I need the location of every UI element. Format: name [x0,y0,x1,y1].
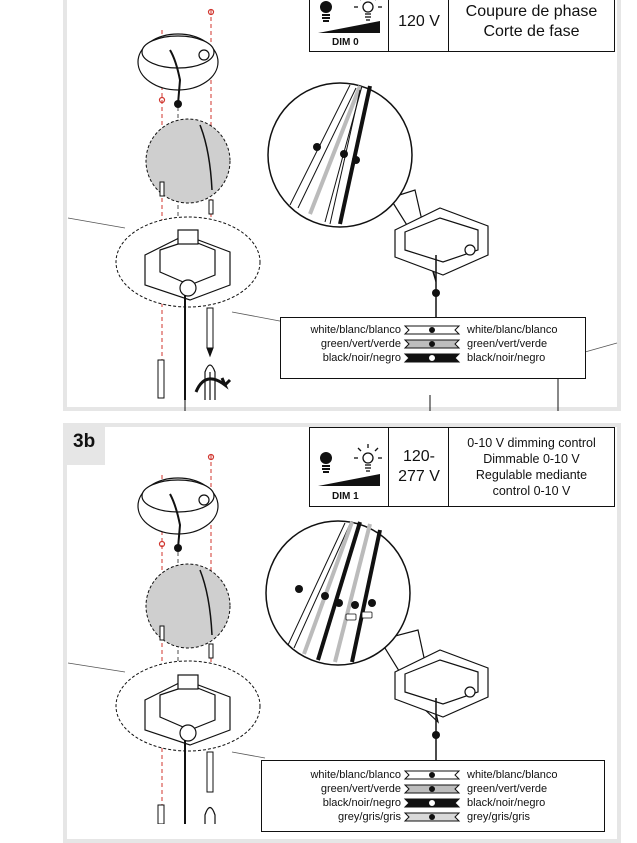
fixture-hub [394,207,489,276]
screw-marker [158,96,166,104]
control-type-cell: Coupure de phase Corte de fase [448,0,614,51]
wire-label-right: black/noir/negro [467,797,546,809]
bulb-on-icon [354,444,382,472]
dimmer-ramp-icon [318,21,380,33]
dimmer-icon-graphic [318,444,382,486]
wire-connector-icon [403,353,461,363]
voltage-line: 120- [402,448,436,465]
wire-row: black/noir/negro black/noir/negro [262,796,604,810]
bottom-installation-diagram [67,453,489,824]
screw [159,181,214,215]
wire-connector-icon [403,325,461,335]
wire-label-left: green/vert/verde [320,338,401,350]
spec-box-bottom: DIM 1 120- 277 V 0-10 V dimming control … [309,427,615,507]
voltage-text: 120 V [398,13,440,30]
wire-row: white/blanc/blanco white/blanc/blanco [262,768,604,782]
bulb-on-icon [354,0,382,21]
junction-box [144,674,231,746]
wire-connector-icon [403,339,461,349]
dimmer-ramp-icon [318,474,380,486]
canopy [137,477,219,535]
dimmer-icon-graphic [318,0,382,33]
wire-row: white/blanc/blanco white/blanc/blanco [281,323,585,337]
dim-label: DIM 1 [332,491,359,502]
wire-row: black/noir/negro black/noir/negro [281,351,585,365]
junction-box [144,229,231,301]
wire-connector-icon [403,812,461,822]
control-line: Corte de fase [483,23,580,40]
fixture-hub [394,649,489,718]
wire-label-right: green/vert/verde [467,783,548,795]
wire-label-left: white/blanc/blanco [310,769,401,781]
dimmer-icon-cell: DIM 0 [310,0,388,51]
bulb-off-icon [320,452,332,473]
wire-magnifier [265,520,439,724]
wire-label-right: white/blanc/blanco [467,769,558,781]
screwdriver-icon [204,364,216,400]
mounting-plate [145,118,231,204]
wire-label-left: grey/gris/gris [338,811,401,823]
control-line: Dimmable 0-10 V [483,452,580,466]
control-line: Coupure de phase [465,3,598,20]
wire-label-left: white/blanc/blanco [310,324,401,336]
dim-label: DIM 0 [332,37,359,48]
control-line: Regulable mediante [475,468,588,482]
canopy [137,33,219,91]
screw [157,307,214,399]
rotate-arrow-icon [194,377,232,393]
wire-label-left: black/noir/negro [322,797,401,809]
voltage-cell: 120- 277 V [388,428,449,506]
wire-row: grey/gris/gris grey/gris/gris [262,810,604,824]
wire-label-right: grey/gris/gris [467,811,530,823]
screw [159,625,214,659]
wire-magnifier [267,82,437,283]
screw [157,751,214,824]
wire-legend-bottom: white/blanc/blanco white/blanc/blanco gr… [261,760,605,832]
voltage-line: 277 V [398,468,440,485]
wire-row: green/vert/verde green/vert/verde [281,337,585,351]
screwdriver-icon [204,806,216,824]
wire-label-right: black/noir/negro [467,352,546,364]
dimmer-icon-cell: DIM 1 [310,428,388,506]
mounting-plate [145,563,231,649]
spec-box-top: DIM 0 120 V Coupure de phase Corte de fa… [309,0,615,52]
bulb-off-icon [320,1,332,22]
wire-legend-top: white/blanc/blanco white/blanc/blanco gr… [280,317,586,379]
screw-marker [158,540,166,548]
wire-row: green/vert/verde green/vert/verde [262,782,604,796]
screw-marker [207,8,215,16]
step-label: 3b [63,423,106,465]
screw-marker [207,453,215,461]
wire-label-left: black/noir/negro [322,352,401,364]
control-line: control 0-10 V [492,484,571,498]
wire-connector-icon [403,770,461,780]
wire-label-right: green/vert/verde [467,338,548,350]
wire-label-right: white/blanc/blanco [467,324,558,336]
wire-label-left: green/vert/verde [320,783,401,795]
top-installation-diagram [67,8,618,411]
wire-connector-icon [403,784,461,794]
voltage-cell: 120 V [388,0,449,51]
wire-connector-icon [403,798,461,808]
control-line: 0-10 V dimming control [467,436,596,450]
control-type-cell: 0-10 V dimming control Dimmable 0-10 V R… [448,428,614,506]
